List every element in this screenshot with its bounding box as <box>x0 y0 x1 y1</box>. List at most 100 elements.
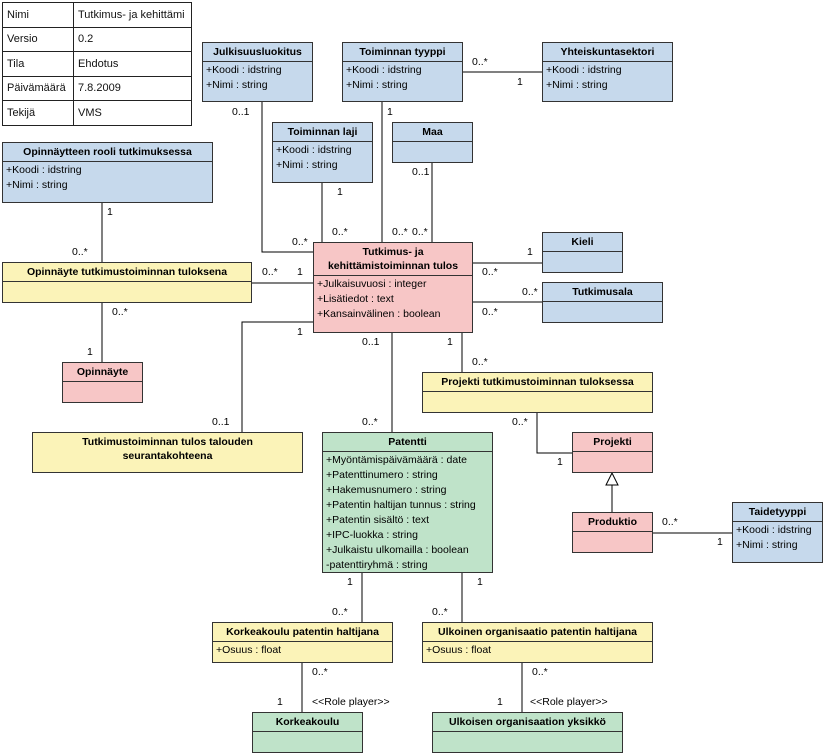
class-title-line: Tutkimus- ja <box>362 246 424 258</box>
multiplicity-label: 1 <box>517 76 523 88</box>
class-tutkimusala[interactable]: Tutkimusala <box>542 282 663 323</box>
class-projekti-tuloksessa[interactable]: Projekti tutkimustoiminnan tuloksessa <box>422 372 653 413</box>
class-title: Opinnäyte tutkimustoiminnan tuloksena <box>3 263 251 282</box>
multiplicity-label: 1 <box>497 696 503 708</box>
class-title: Taidetyyppi <box>733 503 822 522</box>
class-attribute: +Patenttinumero : string <box>326 469 438 481</box>
class-title: Toiminnan laji <box>273 123 372 142</box>
multiplicity-label: 1 <box>447 336 453 348</box>
class-title: Kieli <box>543 233 622 252</box>
assoc-projtul-projekti <box>536 413 572 454</box>
multiplicity-label: 1 <box>297 326 303 338</box>
multiplicity-label: 0..* <box>112 306 128 318</box>
class-title-line: kehittämistoiminnan tulos <box>327 260 459 272</box>
stereotype-label: <<Role player>> <box>312 696 390 708</box>
class-attribute: +Koodi : idstring <box>276 144 352 156</box>
meta-key: Tila <box>2 51 74 77</box>
class-attribute: +Patentin sisältö : text <box>326 514 430 526</box>
multiplicity-label: 0..* <box>412 226 428 238</box>
class-title: Opinnäyte <box>63 363 142 382</box>
class-title: Korkeakoulu patentin haltijana <box>213 623 392 642</box>
class-attribute: +Nimi : string <box>736 539 798 551</box>
class-kieli[interactable]: Kieli <box>542 232 623 273</box>
class-maa[interactable]: Maa <box>392 122 473 163</box>
class-ulkoisen-yksikko[interactable]: Ulkoisen organisaation yksikkö <box>432 712 623 753</box>
class-attribute: +Koodi : idstring <box>546 64 622 76</box>
class-title: Maa <box>393 123 472 142</box>
meta-key: Päivämäärä <box>2 75 74 101</box>
multiplicity-label: 0..* <box>262 266 278 278</box>
class-attribute: +Lisätiedot : text <box>317 293 394 305</box>
meta-key: Nimi <box>2 2 74 28</box>
class-title: Tutkimus- ja kehittämistoiminnan tulos <box>314 243 472 276</box>
multiplicity-label: 0..* <box>312 666 328 678</box>
class-produktio[interactable]: Produktio <box>572 512 653 553</box>
class-yhteiskuntasektori[interactable]: Yhteiskuntasektori +Koodi : idstring +Nim… <box>542 42 673 102</box>
class-toiminnan-tyyppi[interactable]: Toiminnan tyyppi +Koodi : idstring+Nimi … <box>342 42 463 102</box>
class-korkeakoulu-haltijana[interactable]: Korkeakoulu patentin haltijana +Osuus : … <box>212 622 393 663</box>
class-attribute: +IPC-luokka : string <box>326 529 418 541</box>
multiplicity-label: 1 <box>347 576 353 588</box>
class-attribute: +Koodi : idstring <box>206 64 282 76</box>
class-opinnaytteen-rooli[interactable]: Opinnäytteen rooli tutkimuksessa +Koodi … <box>2 142 213 203</box>
class-toiminnan-laji[interactable]: Toiminnan laji +Koodi : idstring+Nimi : … <box>272 122 373 183</box>
multiplicity-label: 0..1 <box>212 416 230 428</box>
multiplicity-label: 0..* <box>532 666 548 678</box>
multiplicity-label: 1 <box>337 186 343 198</box>
class-julkisuusluokitus[interactable]: Julkisuusluokitus +Koodi : idstring+Nimi… <box>202 42 313 102</box>
class-title-line: Tutkimustoiminnan tulos talouden <box>82 436 253 448</box>
class-title: Ulkoisen organisaation yksikkö <box>433 713 622 732</box>
class-opinnayte-tuloksena[interactable]: Opinnäyte tutkimustoiminnan tuloksena <box>2 262 252 303</box>
multiplicity-label: 0..* <box>332 606 348 618</box>
multiplicity-label: 0..* <box>662 516 678 528</box>
class-title: Tutkimusala <box>543 283 662 302</box>
class-title: Projekti <box>573 433 652 452</box>
multiplicity-label: 1 <box>527 246 533 258</box>
class-attribute: +Hakemusnumero : string <box>326 484 447 496</box>
multiplicity-label: 0..* <box>472 356 488 368</box>
multiplicity-label: 0..* <box>432 606 448 618</box>
multiplicity-label: 1 <box>107 206 113 218</box>
multiplicity-label: 0..* <box>72 246 88 258</box>
multiplicity-label: 0..* <box>512 416 528 428</box>
multiplicity-label: 0..1 <box>412 166 430 178</box>
class-attribute: +Kansainvälinen : boolean <box>317 308 441 320</box>
class-title: Korkeakoulu <box>253 713 362 732</box>
class-title: Toiminnan tyyppi <box>343 43 462 62</box>
meta-value: Ehdotus <box>73 51 192 77</box>
class-attribute: +Myöntämispäivämäärä : date <box>326 454 467 466</box>
meta-key: Tekijä <box>2 100 74 126</box>
class-attribute: -patenttiryhmä : string <box>326 559 428 571</box>
multiplicity-label: 0..1 <box>362 336 380 348</box>
multiplicity-label: 1 <box>87 346 93 358</box>
class-title: Produktio <box>573 513 652 532</box>
class-title: Yhteiskuntasektori <box>543 43 672 62</box>
class-attribute: +Patentin haltijan tunnus : string <box>326 499 476 511</box>
class-projekti[interactable]: Projekti <box>572 432 653 473</box>
class-title: Ulkoinen organisaatio patentin haltijana <box>423 623 652 642</box>
stereotype-label: <<Role player>> <box>530 696 608 708</box>
generalization-arrowhead <box>605 471 619 486</box>
class-korkeakoulu[interactable]: Korkeakoulu <box>252 712 363 753</box>
multiplicity-label: 1 <box>277 696 283 708</box>
class-patentti[interactable]: Patentti +Myöntämispäivämäärä : date +Pa… <box>322 432 493 573</box>
class-opinnayte[interactable]: Opinnäyte <box>62 362 143 403</box>
multiplicity-label: 0..* <box>292 236 308 248</box>
multiplicity-label: 1 <box>387 106 393 118</box>
class-attribute: +Osuus : float <box>216 644 282 656</box>
class-attribute: +Nimi : string <box>546 79 608 91</box>
multiplicity-label: 0..* <box>522 286 538 298</box>
multiplicity-label: 0..* <box>482 266 498 278</box>
class-attribute: +Koodi : idstring <box>736 524 812 536</box>
assoc-tulos-talous <box>241 321 313 433</box>
class-ulkoinen-haltijana[interactable]: Ulkoinen organisaatio patentin haltijana… <box>422 622 653 663</box>
class-taidetyyppi[interactable]: Taidetyyppi +Koodi : idstring +Nimi : str… <box>732 502 823 563</box>
class-title: Julkisuusluokitus <box>203 43 312 62</box>
class-attribute: +Nimi : string <box>346 79 408 91</box>
